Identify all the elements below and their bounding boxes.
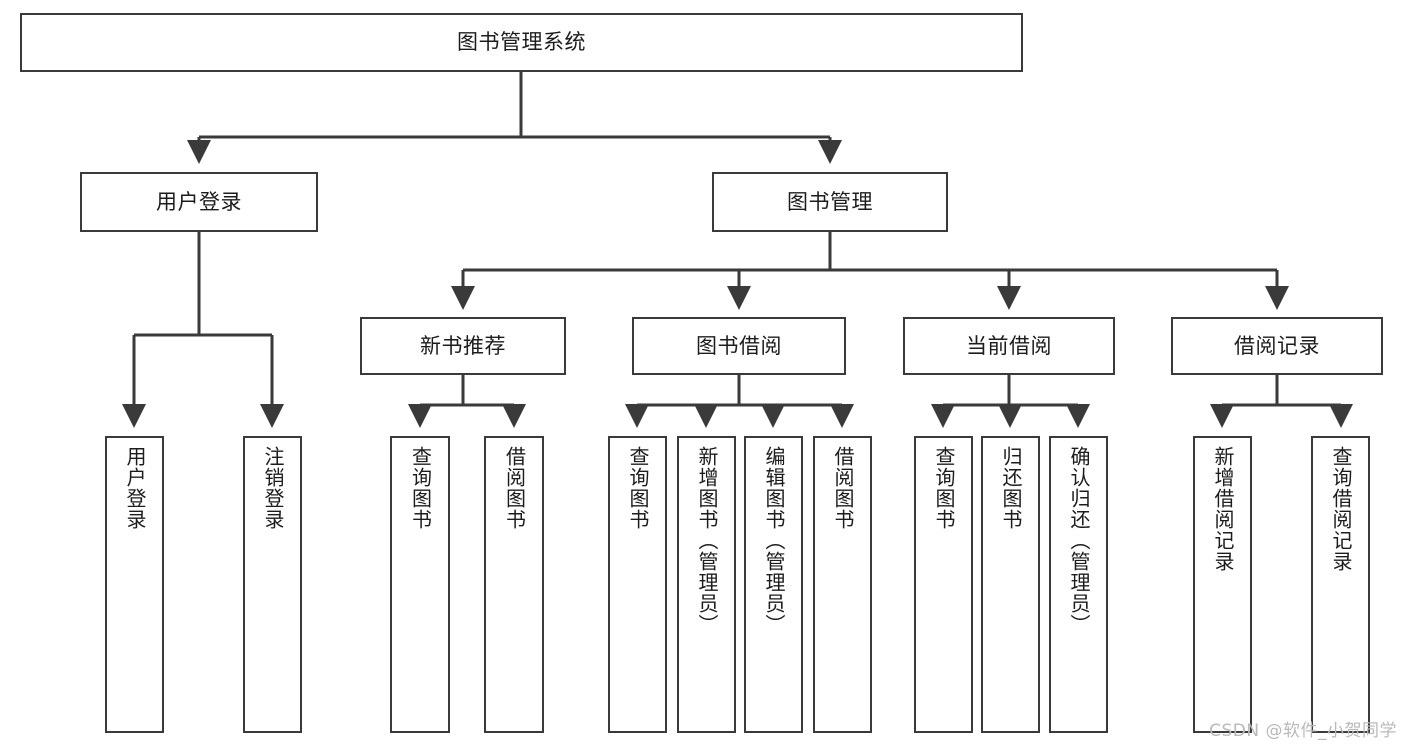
node-label: 借阅图书 bbox=[831, 446, 855, 530]
leaf-user-login-logout[interactable]: 注销登录 bbox=[243, 436, 302, 733]
node-label: 注销登录 bbox=[261, 446, 285, 530]
node-borrow-record[interactable]: 借阅记录 bbox=[1171, 317, 1383, 375]
leaf-record-query-record[interactable]: 查询借阅记录 bbox=[1311, 436, 1370, 733]
node-label: 查询借阅记录 bbox=[1329, 446, 1353, 572]
node-label: 用户登录 bbox=[123, 446, 147, 530]
leaf-current-confirm-return-admin[interactable]: 确认归还（管理员） bbox=[1049, 436, 1108, 733]
node-label: 查询图书 bbox=[408, 446, 433, 530]
leaf-current-query-book[interactable]: 查询图书 bbox=[914, 436, 973, 733]
leaf-current-return-book[interactable]: 归还图书 bbox=[981, 436, 1040, 733]
leaf-new-book-borrow[interactable]: 借阅图书 bbox=[484, 436, 544, 733]
watermark-text: CSDN @软件_小贺同学 bbox=[1209, 721, 1397, 741]
node-book-management[interactable]: 图书管理 bbox=[712, 172, 948, 232]
node-label: 图书管理 bbox=[787, 189, 873, 214]
node-label: 确认归还（管理员） bbox=[1067, 446, 1091, 635]
leaf-new-book-query[interactable]: 查询图书 bbox=[390, 436, 450, 733]
leaf-record-add-record[interactable]: 新增借阅记录 bbox=[1193, 436, 1252, 733]
node-new-book-recommend[interactable]: 新书推荐 bbox=[360, 317, 566, 375]
node-label: 当前借阅 bbox=[966, 333, 1052, 358]
node-label: 查询图书 bbox=[626, 446, 650, 530]
node-label: 用户登录 bbox=[156, 189, 242, 214]
node-label: 新书推荐 bbox=[420, 333, 506, 358]
node-label: 编辑图书（管理员） bbox=[762, 446, 786, 635]
leaf-user-login-login[interactable]: 用户登录 bbox=[105, 436, 164, 733]
node-label: 借阅记录 bbox=[1234, 333, 1320, 358]
node-label: 查询图书 bbox=[932, 446, 956, 530]
node-root-system[interactable]: 图书管理系统 bbox=[20, 13, 1023, 72]
node-label: 图书管理系统 bbox=[457, 30, 586, 55]
leaf-borrow-query-book[interactable]: 查询图书 bbox=[608, 436, 667, 733]
node-user-login[interactable]: 用户登录 bbox=[80, 172, 318, 232]
node-label: 归还图书 bbox=[999, 446, 1023, 530]
node-label: 图书借阅 bbox=[696, 333, 782, 358]
node-label: 新增图书（管理员） bbox=[695, 446, 719, 635]
node-book-borrow[interactable]: 图书借阅 bbox=[632, 317, 846, 375]
leaf-borrow-borrow-book[interactable]: 借阅图书 bbox=[813, 436, 872, 733]
leaf-borrow-add-book-admin[interactable]: 新增图书（管理员） bbox=[677, 436, 736, 733]
leaf-borrow-edit-book-admin[interactable]: 编辑图书（管理员） bbox=[744, 436, 803, 733]
node-current-borrow[interactable]: 当前借阅 bbox=[903, 317, 1115, 375]
node-label: 借阅图书 bbox=[502, 446, 527, 530]
node-label: 新增借阅记录 bbox=[1211, 446, 1235, 572]
